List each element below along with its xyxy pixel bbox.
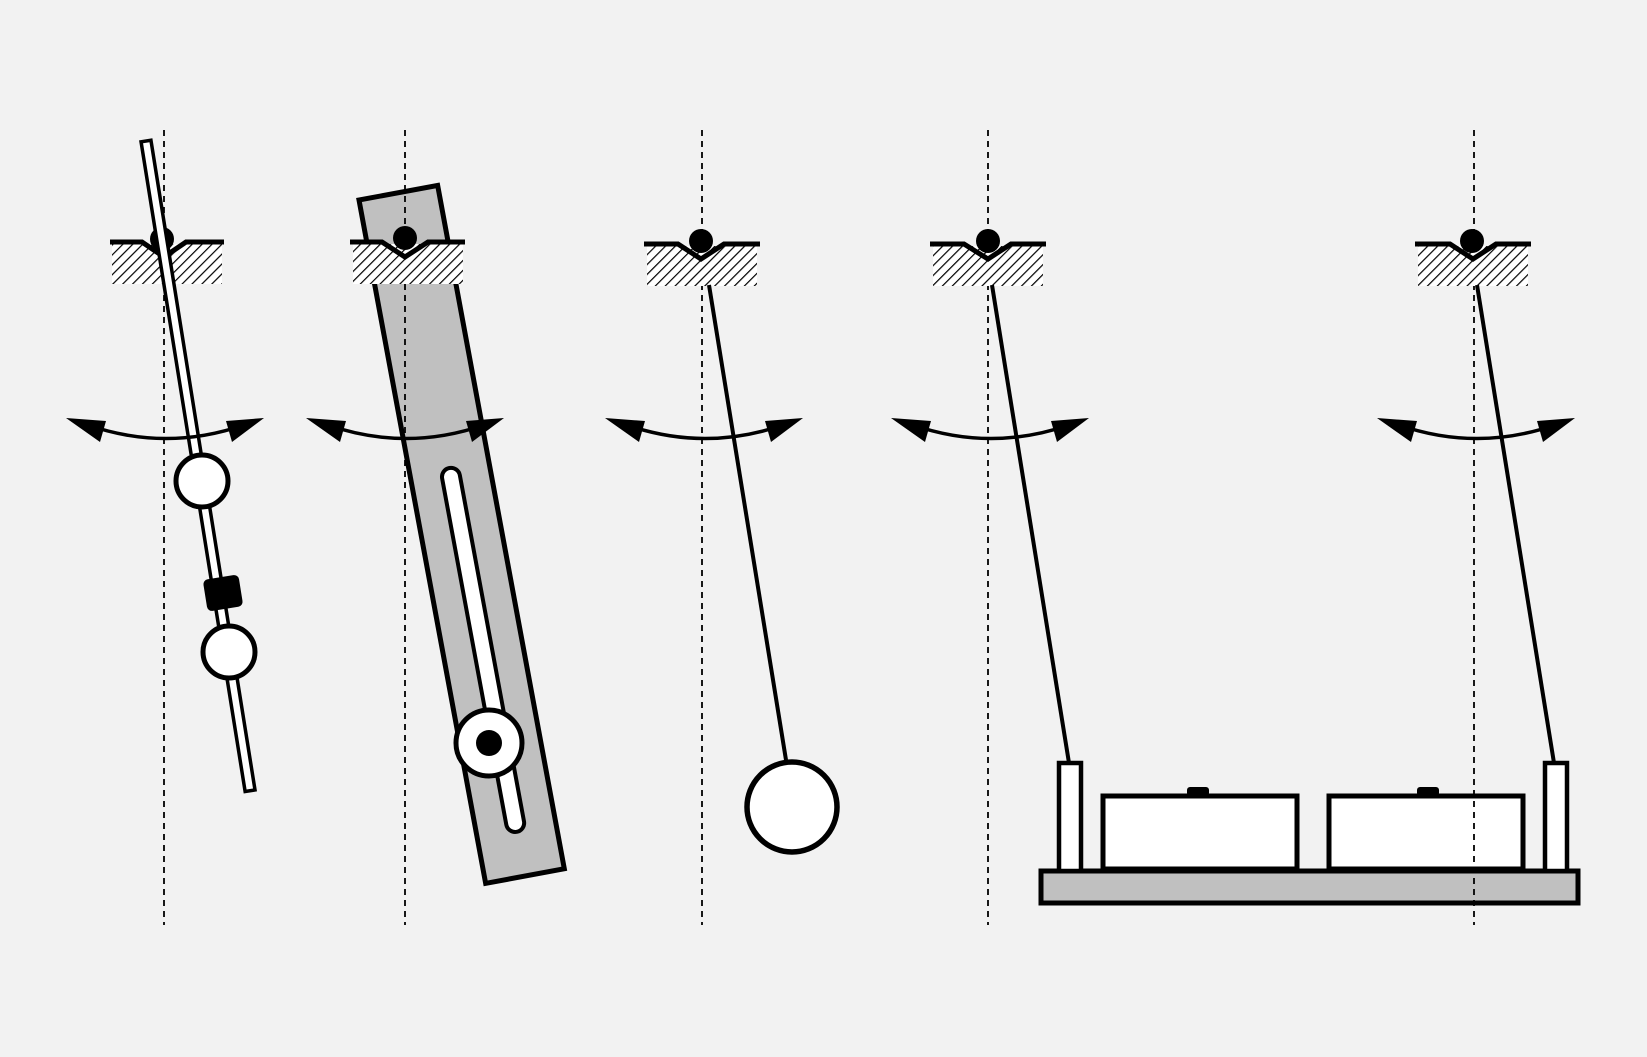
v-notch	[350, 239, 465, 260]
swing-arrow	[605, 418, 803, 442]
bar-pendulum	[306, 130, 568, 925]
arrowhead-right	[226, 418, 264, 442]
pivot-support	[350, 226, 465, 284]
suspension-string	[707, 284, 788, 761]
swing-arrow	[306, 418, 504, 442]
bob-pendulum	[605, 130, 840, 925]
slotted-bar	[356, 182, 568, 887]
knife-edge-pivot	[689, 229, 713, 253]
arrowhead-left	[306, 418, 346, 442]
arrowhead-left	[605, 418, 645, 442]
arrowhead-right	[1537, 418, 1575, 442]
upright-post-right	[1542, 760, 1570, 874]
pendulum-bob	[744, 759, 840, 855]
rod-pendulum	[66, 130, 264, 925]
knife-edge-pivot	[976, 229, 1000, 253]
arrowhead-right	[765, 418, 803, 442]
platform-pendulum	[891, 130, 1581, 925]
adjustable-weight	[453, 707, 525, 779]
arrowhead-left	[1377, 418, 1417, 442]
v-notch	[930, 241, 1046, 262]
swing-arrow	[66, 418, 264, 442]
mass-handle-right	[1417, 787, 1439, 796]
arrowhead-right	[466, 418, 504, 442]
pivot-support	[644, 229, 760, 286]
clamp-block	[203, 575, 243, 611]
test-mass-right	[1326, 793, 1526, 872]
arrowhead-left	[891, 418, 931, 442]
mass-handle-left	[1187, 787, 1209, 796]
sliding-mass-upper	[173, 452, 231, 510]
platform-base	[1038, 868, 1581, 906]
v-notch	[644, 241, 760, 262]
v-notch	[1415, 241, 1531, 262]
pivot-support-right	[1415, 229, 1531, 286]
suspension-wire-left	[990, 284, 1071, 764]
weight-screw	[476, 730, 502, 756]
swing-arrow-right	[1377, 418, 1575, 442]
hatched-mount	[353, 244, 463, 284]
sliding-mass-lower	[200, 623, 258, 681]
pivot-support-left	[930, 229, 1046, 286]
upright-post-left	[1056, 760, 1084, 874]
arrowhead-left	[66, 418, 106, 442]
arrowhead-right	[1051, 418, 1089, 442]
test-mass-left	[1100, 793, 1300, 872]
swing-arrow-left	[891, 418, 1089, 442]
knife-edge-pivot	[1460, 229, 1484, 253]
suspension-wire-right	[1475, 284, 1556, 764]
knife-edge-pivot	[393, 226, 417, 250]
